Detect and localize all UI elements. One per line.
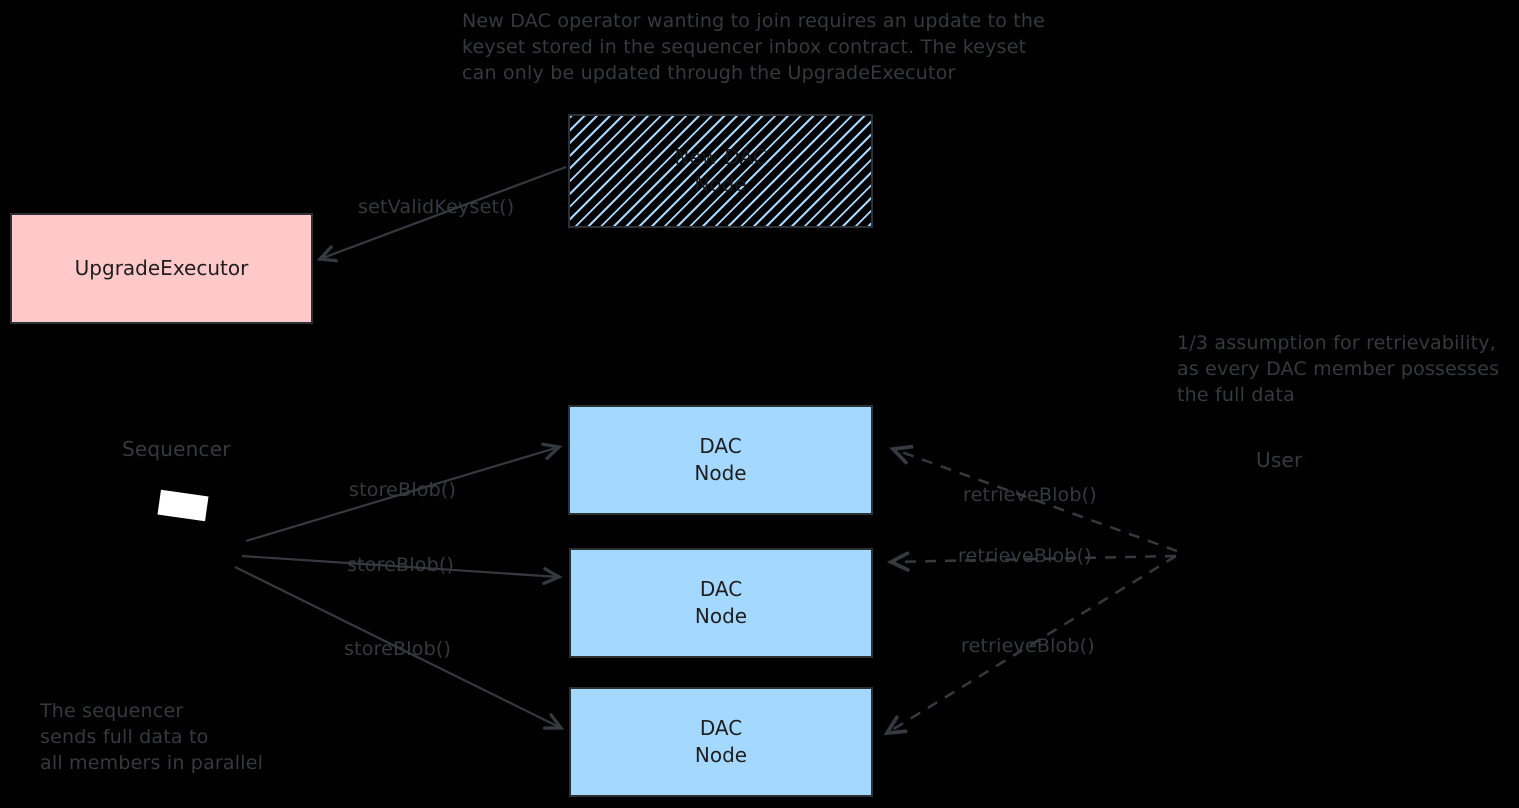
dac-node-box-2: DAC Node [569,548,873,658]
top-note: New DAC operator wanting to join require… [462,10,1046,84]
dac-node-label-1: DAC Node [694,434,747,485]
user-label: User [1256,448,1303,472]
set-valid-keyset-label: setValidKeyset() [358,196,515,218]
new-dac-node-box: New DAC Node [568,114,873,228]
store-blob-label-2: storeBlob() [347,554,455,576]
retrieve-blob-label-3: retrieveBlob() [961,635,1095,657]
dac-node-label-3: DAC Node [694,716,748,767]
retrieve-blob-label-1: retrieveBlob() [963,484,1097,506]
dac-node-box-1: DAC Node [568,405,873,515]
retrievability-note: 1/3 assumption for retrievability, as ev… [1177,332,1500,406]
store-blob-label-1: storeBlob() [349,479,457,501]
upgrade-executor-box: UpgradeExecutor [10,213,313,324]
dac-node-label-2: DAC Node [694,577,748,628]
laptop-icon [157,489,209,522]
parallel-note: The sequencer sends full data to all mem… [40,700,264,774]
retrieve-blob-label-2: retrieveBlob() [958,545,1092,567]
dac-node-box-3: DAC Node [569,687,873,797]
upgrade-executor-label: UpgradeExecutor [74,256,249,280]
sequencer-label: Sequencer [122,437,231,461]
store-blob-label-3: storeBlob() [344,638,452,660]
new-dac-node-label: New DAC Node [674,145,767,196]
